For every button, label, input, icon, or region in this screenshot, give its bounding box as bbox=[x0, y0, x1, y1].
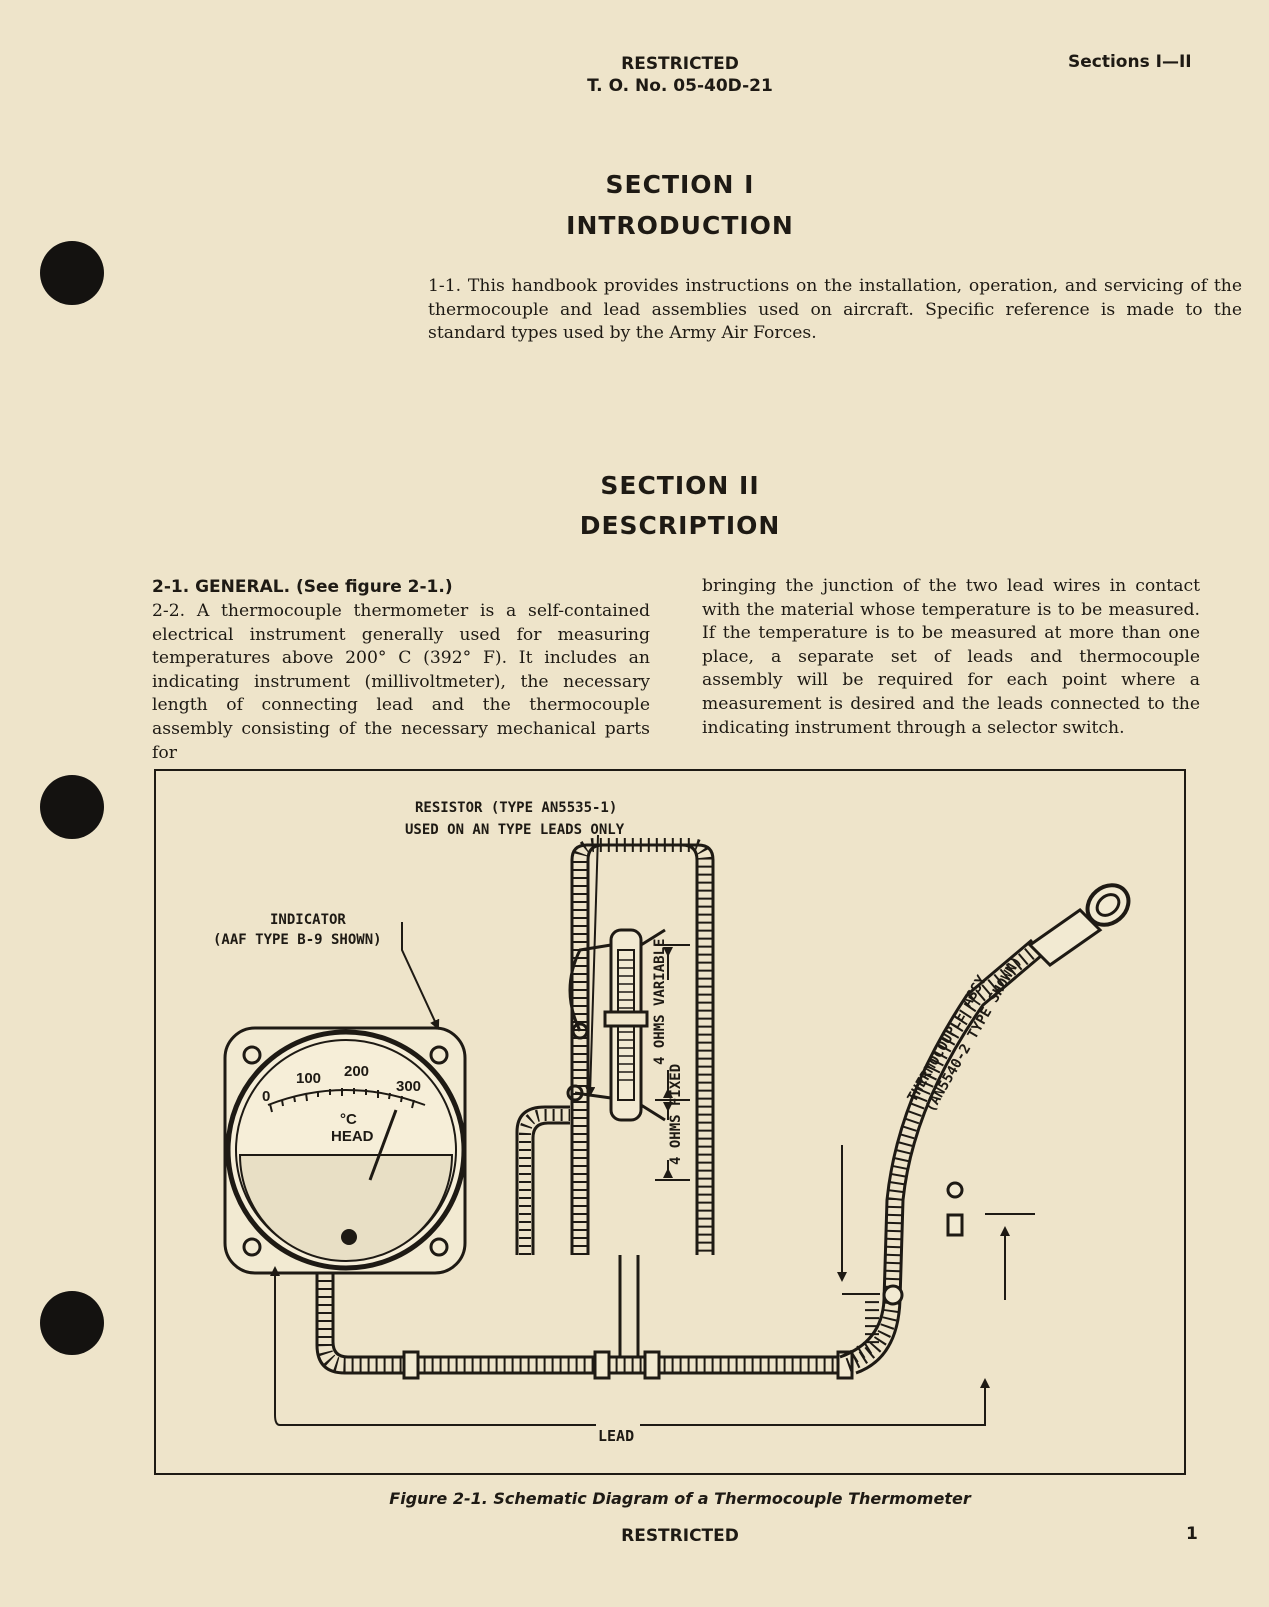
binder-hole-bottom bbox=[40, 1291, 104, 1355]
binder-hole-middle bbox=[40, 775, 104, 839]
paragraph-2-2-left: 2-2. A thermocouple thermometer is a sel… bbox=[152, 601, 650, 763]
section-2-heading: SECTION II bbox=[600, 471, 760, 500]
dial-needle bbox=[368, 1109, 398, 1181]
dial-name: HEAD bbox=[331, 1128, 374, 1145]
mounting-screw-icon bbox=[242, 1045, 262, 1065]
paragraph-1-1: 1-1. This handbook provides instructions… bbox=[428, 276, 1242, 344]
indicator-instrument: 0 100 200 300 °C HEAD bbox=[223, 1026, 467, 1275]
footer-classification: RESTRICTED bbox=[621, 1526, 739, 1546]
fixed-resistance-label: 4 OHMS FIXED bbox=[668, 1064, 684, 1165]
resistor-label-line-1: RESISTOR (TYPE AN5535-1) bbox=[415, 800, 617, 816]
header-sections-ref: Sections I—II bbox=[1068, 52, 1192, 72]
resistor-assembly bbox=[515, 838, 715, 1255]
mounting-screw-icon bbox=[429, 1045, 449, 1065]
indicator-label-line-2: (AAF TYPE B-9 SHOWN) bbox=[213, 932, 382, 948]
callout-leaders bbox=[270, 834, 990, 1426]
header-classification: RESTRICTED bbox=[621, 54, 739, 74]
page-number: 1 bbox=[1186, 1524, 1198, 1544]
thermocouple-assembly bbox=[839, 883, 1131, 1375]
header-to-number: T. O. No. 05-40D-21 bbox=[587, 76, 773, 96]
figure-caption: Figure 2-1. Schematic Diagram of a Therm… bbox=[389, 1489, 971, 1508]
resistor-label-line-2: USED ON AN TYPE LEADS ONLY bbox=[405, 822, 625, 838]
immersion-dimension-arrows bbox=[837, 1145, 1035, 1300]
section-1-title: INTRODUCTION bbox=[566, 211, 794, 240]
dial-label-300: 300 bbox=[396, 1078, 421, 1095]
mounting-screw-icon bbox=[242, 1237, 262, 1257]
figure-frame bbox=[154, 769, 1186, 1475]
resistor-dimension-arrows bbox=[655, 944, 690, 1181]
dial-label-200: 200 bbox=[344, 1063, 369, 1080]
section-1-heading: SECTION I bbox=[605, 170, 755, 199]
subheading-2-1: 2-1. GENERAL. (See figure 2-1.) bbox=[152, 577, 453, 597]
dial-label-0: 0 bbox=[262, 1088, 270, 1105]
dial-unit: °C bbox=[340, 1111, 357, 1128]
binder-hole-top bbox=[40, 241, 104, 305]
section-2-title: DESCRIPTION bbox=[579, 511, 781, 540]
mounting-screw-icon bbox=[429, 1237, 449, 1257]
dial-label-100: 100 bbox=[296, 1070, 321, 1087]
zero-adjust-screw-icon bbox=[341, 1229, 357, 1245]
indicator-label-line-1: INDICATOR bbox=[270, 912, 346, 928]
variable-resistance-label: 4 OHMS VARIABLE bbox=[652, 939, 668, 1065]
lead-label: LEAD bbox=[598, 1427, 634, 1445]
lead-cable bbox=[315, 1255, 879, 1380]
paragraph-2-2-right: bringing the junction of the two lead wi… bbox=[702, 576, 1200, 738]
